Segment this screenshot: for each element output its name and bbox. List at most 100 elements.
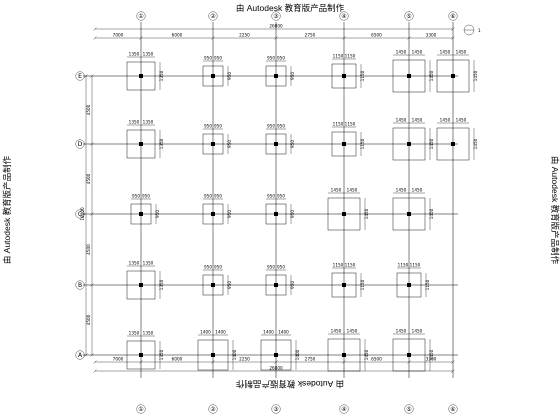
footing-outline — [202, 65, 224, 87]
footing-dim-text: 1150 — [345, 263, 356, 268]
column-section — [451, 142, 455, 146]
column-section — [407, 212, 411, 216]
column-section — [274, 142, 278, 146]
column-section — [274, 74, 278, 78]
watermark-top: 由 Autodesk 教育版产品制作 — [236, 3, 345, 13]
dim-tick — [139, 36, 143, 40]
column-section — [274, 283, 278, 287]
footing-dim-text: 1450 — [456, 50, 467, 55]
footing-dim-text: 950 — [214, 56, 222, 61]
dim-tick — [139, 360, 143, 364]
grid-label-top-3: ③ — [273, 13, 278, 20]
watermark-right: 由 Autodesk 教育版产品制作 — [550, 156, 560, 265]
grid-label-top-6: ⑥ — [450, 13, 455, 20]
footing-dim-text: 950 — [290, 140, 295, 148]
grid-label-row-E: E — [78, 73, 82, 80]
footing-outline — [197, 339, 229, 371]
dim-tick — [274, 36, 278, 40]
dim-text-left-2: 4500 — [86, 244, 91, 255]
grid-bubble-bottom-6 — [448, 404, 458, 414]
watermark-bottom: 由 Autodesk 教育版产品制作 — [235, 379, 344, 389]
footing-outline — [396, 272, 422, 298]
dim-tick — [274, 360, 278, 364]
grid-bubble-top-5 — [404, 11, 414, 21]
footing-dim-text: 950 — [290, 210, 295, 218]
footing-dim-text: 950 — [214, 265, 222, 270]
footing-dim-text: 1150 — [360, 70, 365, 81]
grid-bubble-bottom-1 — [136, 404, 146, 414]
grid-bubble-bottom-3 — [271, 404, 281, 414]
footing-dim-text: 950 — [204, 56, 212, 61]
footing-dim-text: 1350 — [143, 52, 154, 57]
grid-label-row-C: C — [78, 211, 82, 218]
footing-dim-text: 950 — [277, 124, 285, 129]
footing-dim-text: 1450 — [429, 208, 434, 219]
dim-tick — [211, 360, 215, 364]
footing-outline — [126, 340, 156, 370]
footing-dim-text: 1450 — [412, 118, 423, 123]
column-section — [211, 74, 215, 78]
footing-dim-text: 1150 — [360, 279, 365, 290]
footing-outline — [265, 133, 287, 155]
dim-text-bottom_spans-4: 6500 — [371, 357, 382, 362]
dim-tick — [84, 353, 88, 357]
dim-tick — [407, 36, 411, 40]
footing-dim-text: 1350 — [159, 138, 164, 149]
footing-dim-text: 1150 — [345, 54, 356, 59]
footing-dim-text: 1150 — [333, 263, 344, 268]
footing-dim-text: 1150 — [398, 263, 409, 268]
grid-label-bottom-2: ② — [210, 406, 216, 413]
dim-text-bottom_spans-5: 3300 — [426, 357, 437, 362]
footing-dim-text: 950 — [267, 194, 275, 199]
dim-text-top_spans-3: 2750 — [305, 33, 316, 38]
dim-text-left-3: 4500 — [86, 314, 91, 325]
footing-dim-text: 1350 — [129, 120, 140, 125]
column-section — [407, 353, 411, 357]
dim-text-bottom_spans-0: 7000 — [113, 357, 124, 362]
dim-tick — [93, 360, 97, 364]
dim-tick — [90, 212, 94, 216]
footing-dim-text: 1450 — [429, 349, 434, 360]
dim-tick — [90, 283, 94, 287]
footing-dim-text: 1400 — [278, 330, 289, 335]
watermark-left: 由 Autodesk 教育版产品制作 — [2, 155, 12, 264]
dim-text-top_spans-5: 3300 — [426, 33, 437, 38]
column-section — [139, 142, 143, 146]
footing-dim-text: 950 — [267, 124, 275, 129]
footing-outline — [392, 338, 426, 372]
grid-bubble-row-D — [75, 139, 85, 149]
footing-dim-text: 1450 — [412, 329, 423, 334]
column-section — [211, 142, 215, 146]
footing-dim-text: 1350 — [129, 52, 140, 57]
dim-tick — [451, 360, 455, 364]
footing-dim-text: 1450 — [331, 329, 342, 334]
footing-dim-text: 1150 — [410, 263, 421, 268]
footing-dim-text: 950 — [267, 265, 275, 270]
footing-dim-text: 1450 — [331, 188, 342, 193]
footing-dim-text: 950 — [214, 124, 222, 129]
dim-text-left-1: 4500 — [86, 173, 91, 184]
footing-outline — [126, 129, 156, 159]
footing-dim-text: 950 — [267, 56, 275, 61]
footing-dim-text: 1450 — [473, 70, 478, 81]
footing-dim-text: 1400 — [200, 330, 211, 335]
grid-bubble-top-1 — [136, 11, 146, 21]
